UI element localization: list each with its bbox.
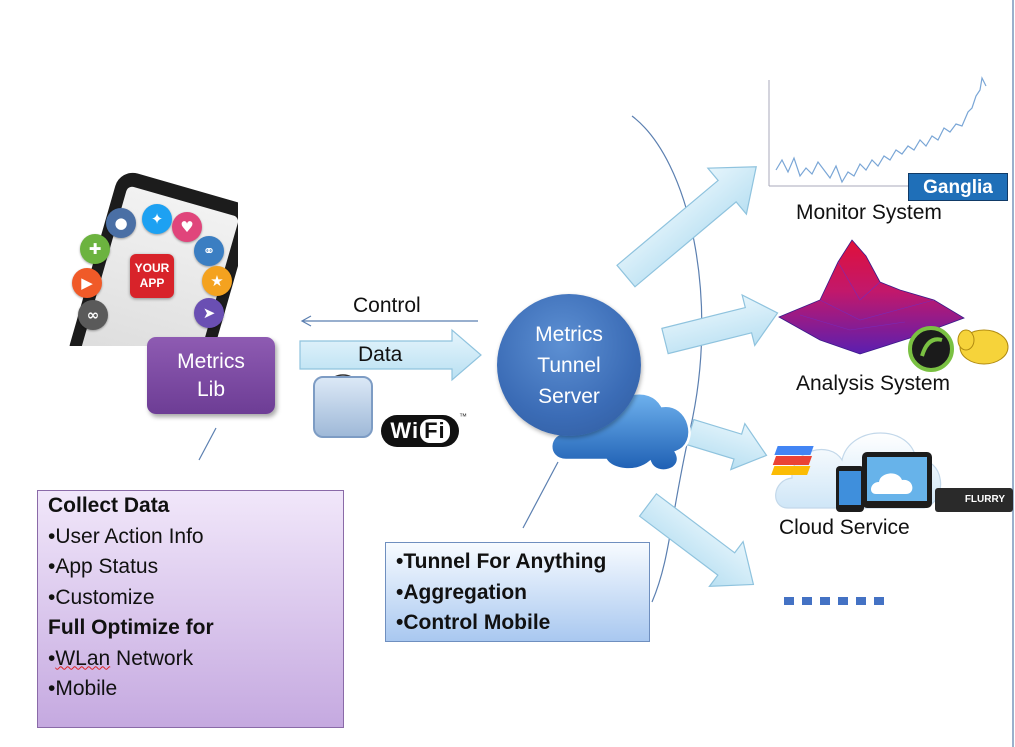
ellipsis-dot [856,597,866,605]
collect-item-app-status: •App Status [48,555,159,578]
cloud-service-illustration [771,432,957,512]
analysis-surface-illustration [778,239,1009,372]
twitter-icon: ✦ [142,204,172,234]
collect-data-heading: Collect Data [48,494,170,517]
ellipsis-dot [820,597,830,605]
ellipsis-dot [802,597,812,605]
control-arrow-head [300,315,312,327]
tunnel-server-line3: Server [538,384,600,408]
ellipsis-dot [784,597,794,605]
tunnel-server-line1: Metrics [535,322,603,346]
metrics-lib-line1: Metrics [177,349,245,373]
bullet: • [48,646,56,670]
collect-item-user-action: •User Action Info [48,524,204,548]
your-app-badge: YOUR APP [130,254,174,298]
wireless-tile-icon [313,376,373,438]
optimize-item-wlan: •WLan Network [48,644,343,675]
grouping-arc [631,115,703,603]
server-callout-line [522,461,559,529]
wifi-logo-wi: Wi [390,418,420,443]
send-icon: ➤ [194,298,224,328]
wlan-word: WLan [55,646,111,670]
metrics-lib-line2: Lib [196,377,226,401]
lib-callout-line [198,427,217,461]
video-icon: ▶ [72,268,102,298]
metrics-tunnel-server-node: Metrics Tunnel Server [497,294,641,436]
tunnel-features-box: •Tunnel For Anything •Aggregation •Contr… [385,542,650,642]
network-icon: ⚭ [194,236,224,266]
arrow-to-more [638,492,755,587]
data-label: Data [358,343,403,366]
phone-illustration: ● ✦ ♥ ✚ ⚭ ▶ ★ ∞ ➤ YOUR APP [66,168,238,346]
monitor-chart-illustration [768,76,990,187]
ellipsis-dot [838,597,848,605]
control-label: Control [353,294,421,317]
tunnel-feature-anything: •Tunnel For Anything [396,550,607,573]
collect-data-box: Collect Data •User Action Info •App Stat… [37,490,344,728]
data-arrow [299,328,482,382]
network-word: Network [110,646,194,670]
your-app-label-line1: YOUR [134,261,170,275]
ganglia-logo: Ganglia [908,173,1008,201]
optimize-item-mobile: •Mobile [48,677,118,700]
star-icon: ★ [202,266,232,296]
wifi-logo-fi: Fi [420,419,450,443]
link-icon: ∞ [78,300,108,330]
arrow-to-cloud [685,418,768,471]
tunnel-feature-control-mobile: •Control Mobile [396,611,551,634]
flurry-logo: FLURRY [935,488,1013,512]
metrics-lib-node: Metrics Lib [147,337,275,414]
optimize-heading: Full Optimize for [48,616,214,639]
more-destinations-ellipsis [784,597,884,605]
collect-item-customize: •Customize [48,585,155,609]
analysis-system-label: Analysis System [796,372,951,395]
monitor-system-label: Monitor System [796,201,942,224]
cloud-service-label: Cloud Service [779,516,910,539]
arrow-to-analysis [661,293,779,355]
share-icon: ✚ [80,234,110,264]
your-app-label-line2: APP [139,276,165,290]
ellipsis-dot [874,597,884,605]
heart-icon: ♥ [172,212,202,242]
user-icon: ● [106,208,136,238]
arrow-to-monitor [616,166,757,288]
tunnel-feature-aggregation: •Aggregation [396,580,528,604]
tunnel-server-line2: Tunnel [537,353,601,377]
wifi-trademark: ™ [459,412,467,421]
